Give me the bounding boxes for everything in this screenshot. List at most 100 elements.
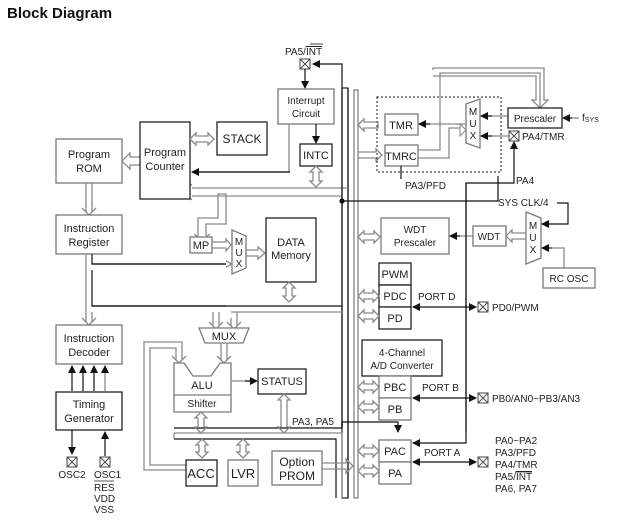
- timing-generator-label-2: Generator: [64, 413, 114, 425]
- port-b-label: PORT B: [422, 383, 459, 394]
- status-block: STATUS: [257, 368, 307, 395]
- svg-text:U: U: [235, 248, 242, 259]
- program-counter-block: Program Counter: [139, 121, 191, 200]
- instruction-decoder-label: Instruction: [64, 333, 115, 345]
- stack-block: STACK: [216, 121, 268, 156]
- instruction-decoder-block: Instruction Decoder: [55, 324, 123, 365]
- pa4-tmr-pin: PA4/TMR: [508, 130, 565, 143]
- svg-text:X: X: [470, 131, 477, 142]
- interrupt-circuit-block: Interrupt Circuit: [277, 88, 335, 125]
- pb-label: PB: [388, 404, 403, 416]
- wdt-prescaler-block: WDT Prescaler: [380, 217, 450, 255]
- alu-mux: MUX: [198, 327, 250, 344]
- pa-pins: PA0~PA2 PA3/PFD PA4/TMR PA5/INT PA6, PA7: [477, 436, 538, 495]
- pd0-pwm-pin: PD0/PWM: [477, 301, 539, 314]
- option-prom-label: Option: [279, 455, 314, 469]
- fsys-label: fSYS: [582, 113, 599, 124]
- acc-label: ACC: [187, 466, 214, 481]
- port-d-label: PORT D: [418, 292, 455, 303]
- port-a-label: PORT A: [424, 448, 461, 459]
- pbc-label: PBC: [384, 382, 407, 394]
- pa4-label: PA4: [516, 176, 535, 187]
- pac-label: PAC: [384, 446, 406, 458]
- interrupt-circuit-label: Interrupt: [287, 96, 324, 107]
- timer-mux: M U X: [465, 98, 481, 149]
- pa4-tmr-label: PA4/TMR: [522, 132, 565, 143]
- prescaler-label: Prescaler: [514, 114, 557, 125]
- tmr-block: TMR: [384, 113, 419, 136]
- pa-block: PA: [378, 461, 412, 485]
- wdt-prescaler-label: WDT: [404, 225, 427, 236]
- pa-label: PA: [388, 468, 403, 480]
- timing-generator-label: Timing: [73, 399, 106, 411]
- rc-osc-label: RC OSC: [550, 274, 589, 285]
- pwm-block: PWM: [378, 262, 412, 286]
- res-label: RES: [94, 483, 115, 494]
- wdt-mux: M U X: [525, 211, 542, 265]
- program-rom-label-2: ROM: [76, 163, 102, 175]
- pb-pins-label: PB0/AN0~PB3/AN3: [492, 394, 581, 405]
- timing-generator-block: Timing Generator: [55, 391, 123, 431]
- intc-bus-arrow: [308, 165, 324, 188]
- pa-pin-1: PA3/PFD: [495, 448, 536, 459]
- pd0-pwm-label: PD0/PWM: [492, 303, 539, 314]
- wdt-label: WDT: [478, 232, 501, 243]
- pa3-pfd-label: PA3/PFD: [405, 181, 446, 192]
- pa-pin-0: PA0~PA2: [495, 436, 538, 447]
- osc2-label: OSC2: [58, 470, 86, 481]
- status-label: STATUS: [261, 376, 303, 388]
- pb-block: PB: [378, 397, 412, 421]
- osc1-label: OSC1: [94, 470, 122, 481]
- program-rom-block: Program ROM: [55, 138, 123, 184]
- pa5-int-label: PA5/INT: [285, 47, 322, 58]
- osc1-pin: OSC1 RES VDD VSS: [94, 456, 122, 516]
- timer-group-boundary: [376, 96, 502, 173]
- instruction-decoder-label-2: Decoder: [68, 347, 110, 359]
- data-memory-label-2: Memory: [271, 250, 311, 262]
- pd-block: PD: [378, 306, 412, 330]
- mp-block: MP: [189, 236, 213, 254]
- option-prom-block: Option PROM: [271, 450, 323, 486]
- pwm-label: PWM: [382, 269, 409, 281]
- pc-to-rom-arrow: [121, 151, 140, 171]
- main-data-bus: [341, 87, 359, 499]
- pc-stack-arrow: [189, 131, 215, 147]
- pdc-label: PDC: [383, 291, 406, 303]
- svg-text:M: M: [235, 237, 243, 248]
- data-memory-mux: M U X: [231, 229, 247, 275]
- svg-text:X: X: [530, 245, 537, 256]
- alu-block: ALU Shifter: [173, 362, 232, 413]
- svg-text:X: X: [236, 259, 243, 270]
- stack-label: STACK: [222, 132, 261, 146]
- pac-block: PAC: [378, 439, 412, 463]
- svg-text:U: U: [529, 233, 536, 244]
- interrupt-circuit-label-2: Circuit: [292, 109, 321, 120]
- intc-block: INTC: [299, 143, 333, 167]
- instruction-register-block: Instruction Register: [55, 214, 123, 255]
- svg-text:U: U: [469, 119, 476, 130]
- adc-label-2: A/D Converter: [370, 361, 434, 372]
- pa5-int-pin: PA5/INT: [285, 43, 323, 70]
- acc-block: ACC: [185, 459, 218, 487]
- lvr-block: LVR: [227, 459, 259, 487]
- option-prom-label-2: PROM: [279, 469, 315, 483]
- tmrc-block: TMRC: [384, 144, 419, 167]
- instruction-register-label: Instruction: [64, 223, 115, 235]
- pa-pin-4: PA6, PA7: [495, 484, 537, 495]
- osc2-pin: OSC2: [58, 456, 86, 481]
- shifter-label: Shifter: [188, 399, 218, 410]
- adc-label: 4-Channel: [379, 348, 425, 359]
- wdt-prescaler-label-2: Prescaler: [394, 238, 437, 249]
- rc-osc-block: RC OSC: [542, 267, 596, 289]
- diagram-title: Block Diagram: [7, 5, 113, 22]
- wdt-block: WDT: [472, 225, 507, 247]
- program-counter-label-2: Counter: [145, 161, 184, 173]
- instruction-register-label-2: Register: [69, 237, 110, 249]
- adc-block: 4-Channel A/D Converter: [361, 339, 443, 377]
- pa-pin-3: PA5/INT: [495, 472, 532, 483]
- pdc-block: PDC: [378, 284, 412, 308]
- vdd-label: VDD: [94, 494, 115, 505]
- svg-text:M: M: [529, 221, 537, 232]
- sys-clk4-label: SYS CLK/4: [498, 198, 549, 209]
